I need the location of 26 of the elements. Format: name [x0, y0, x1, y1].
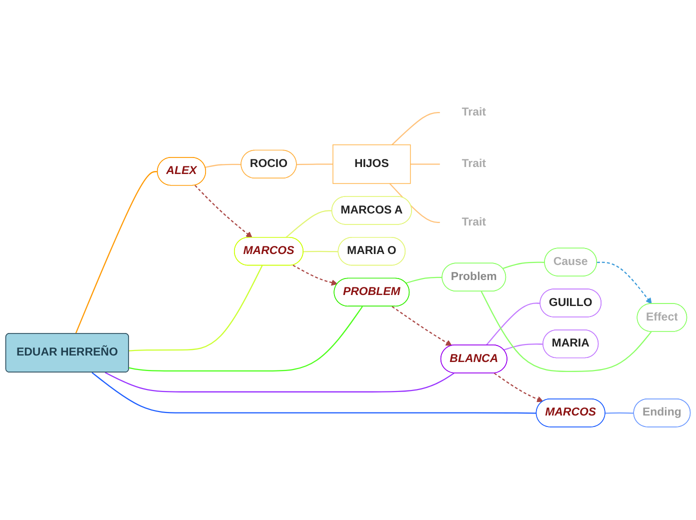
node-box: HIJOS	[332, 144, 411, 184]
node-text: Trait	[462, 158, 486, 170]
arrow	[597, 262, 652, 304]
connector	[296, 164, 333, 166]
connector	[392, 112, 440, 146]
connector	[104, 372, 454, 392]
connector	[128, 306, 363, 372]
connector	[285, 210, 332, 238]
arrow	[392, 306, 452, 346]
arrow	[494, 372, 544, 402]
connector	[410, 164, 440, 165]
node-text: Trait	[462, 106, 486, 118]
connector	[406, 276, 442, 284]
connector	[504, 344, 544, 350]
connector	[128, 265, 263, 352]
connector	[92, 372, 537, 414]
connector	[605, 412, 634, 414]
connector	[75, 171, 158, 334]
connector	[480, 291, 652, 372]
node-text: Trait	[462, 216, 486, 228]
connector	[205, 164, 242, 168]
arrow	[194, 184, 252, 238]
connector	[303, 250, 339, 252]
connector	[502, 262, 545, 270]
arrow	[292, 264, 338, 286]
connector	[486, 302, 540, 346]
